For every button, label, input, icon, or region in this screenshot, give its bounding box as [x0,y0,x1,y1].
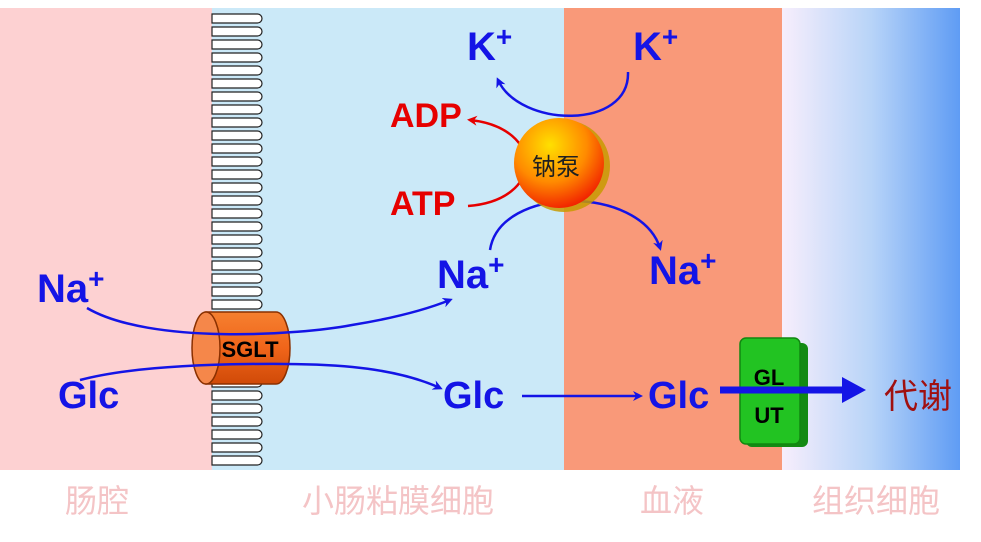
sodium-pump-label: 钠泵 [532,153,580,181]
glc-transport-arrow [79,362,443,390]
region-label-lumen: 肠腔 [65,482,129,520]
microvillus [211,91,263,102]
microvillus [211,234,263,245]
microvillus [211,273,263,284]
microvillus [211,26,263,37]
na-ion-lumen: Na+ [37,263,105,311]
microvillus [211,286,263,297]
glucose-mucosa: Glc [443,375,504,417]
microvilli-brush-border [211,13,263,466]
microvillus [211,156,263,167]
microvillus [211,260,263,271]
atp-label: ATP [390,185,455,223]
region-label-tissue: 组织细胞 [812,482,940,520]
microvillus [211,403,263,414]
microvillus [211,52,263,63]
microvillus [211,442,263,453]
microvillus [211,143,263,154]
na-ion-mucosa: Na+ [437,249,505,297]
sodium-pump [514,118,610,212]
microvillus [211,195,263,206]
glut-label-line2: UT [754,403,784,428]
microvillus [211,455,263,466]
microvillus [211,39,263,50]
sglt-label: SGLT [221,337,279,362]
microvillus [211,169,263,180]
region-label-blood: 血液 [640,482,704,520]
microvillus [211,117,263,128]
adp-label: ADP [390,97,462,135]
microvillus [211,130,263,141]
k-ion-blood: K+ [633,21,678,69]
microvillus [211,208,263,219]
k-ion-mucosa: K+ [467,21,512,69]
microvillus [211,299,263,310]
metabolism-label: 代谢 [884,377,952,417]
k-transport-arrow [496,71,630,117]
microvillus [211,429,263,440]
glut-label-line1: GL [754,365,785,390]
glucose-lumen: Glc [58,375,119,417]
microvillus [211,13,263,24]
region-label-mucosa: 小肠粘膜细胞 [302,482,494,520]
microvillus [211,247,263,258]
microvillus [211,221,263,232]
microvillus [211,182,263,193]
glucose-blood: Glc [648,375,709,417]
mucosa-zone [212,8,564,470]
microvillus [211,65,263,76]
lumen-zone [0,8,212,470]
microvillus [211,416,263,427]
microvillus [211,104,263,115]
microvillus [211,390,263,401]
na-transport-arrow [86,297,453,336]
na-ion-blood: Na+ [649,245,717,293]
microvillus [211,78,263,89]
